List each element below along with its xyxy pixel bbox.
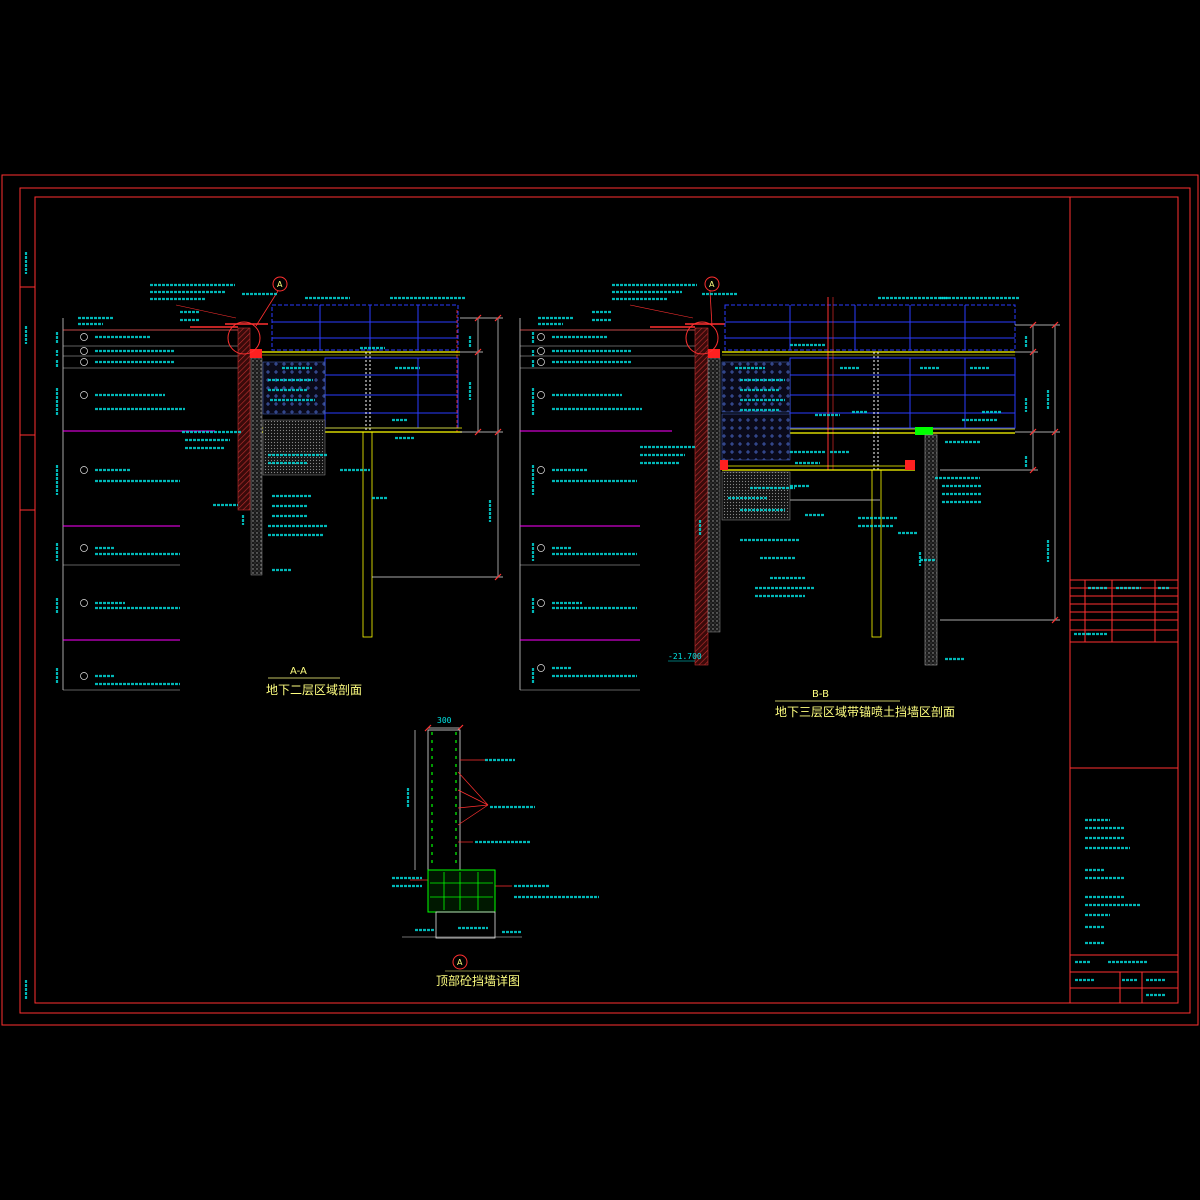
detail-marker-circle (272, 276, 288, 292)
detail-leader-line (457, 771, 489, 806)
soil-layer-number-circle (80, 599, 88, 607)
detail-leader-line (709, 290, 713, 327)
lower-grid-outline (789, 357, 1016, 429)
backfill-zone (721, 413, 791, 461)
dimension-tick (1029, 466, 1037, 474)
detail-a-crown-wall: 300 A 顶部砼挡墙详图 (402, 716, 522, 988)
section-a-dimensions (372, 317, 503, 578)
backfill-zone-dense (721, 471, 791, 521)
detail-leaders (410, 759, 512, 887)
detail-leader-line (457, 789, 489, 806)
crown-beam-section (427, 869, 496, 913)
upper-grid-outline (271, 304, 459, 351)
detail-marker-label: A (709, 280, 715, 289)
support-pile-strip (707, 357, 721, 633)
dimension-tick (1051, 321, 1059, 329)
retaining-wall-hatch (694, 327, 709, 666)
soil-layer-number-circle (80, 391, 88, 399)
soil-layer-number-circle (537, 599, 545, 607)
soil-layer-number-circle (537, 544, 545, 552)
soil-layer-number-circle (80, 466, 88, 474)
detail-leader-line (457, 804, 489, 809)
section-b-dimensions (940, 324, 1060, 621)
dimension-tick (1029, 321, 1037, 329)
support-pile-top (435, 911, 496, 939)
upper-grid-outline (724, 304, 1016, 351)
annotation-leader-line (175, 304, 237, 319)
foundation-pile (871, 469, 882, 638)
detail-marker-label: A (277, 280, 283, 289)
soil-layer-number-circle (80, 672, 88, 680)
crown-beam-red-block (708, 349, 720, 358)
soil-layer-number-circle (80, 333, 88, 341)
title-block (1069, 197, 1178, 1003)
dimension-tick (1051, 428, 1059, 436)
pile-toe-elevation: -21.700 (668, 652, 702, 661)
red-anchor-block (720, 460, 728, 470)
soil-layer-number-circle (537, 391, 545, 399)
detail-marker-label: A (457, 958, 463, 967)
dimension-tick (494, 428, 502, 436)
crown-wall-body (427, 729, 461, 871)
backfill-zone (262, 361, 326, 415)
green-crown-beam (915, 427, 933, 435)
inner-border (19, 187, 1191, 1014)
outer-border (1, 174, 1199, 1026)
annotation-text-marks (24, 252, 1170, 1000)
section-label: A-A (290, 666, 307, 677)
detail-width-dimension: 300 (437, 716, 452, 725)
dimension-ticks (474, 314, 502, 581)
dimension-tick (494, 314, 502, 322)
soil-layer-number-circle (80, 347, 88, 355)
section-title: 地下二层区域剖面 (266, 683, 362, 697)
detail-callout-circle (685, 321, 719, 355)
dimension-tick (1029, 428, 1037, 436)
drawing-frames (1, 174, 1199, 1026)
dimension-tick (1051, 616, 1059, 624)
soil-layer-number-circles (80, 333, 88, 680)
backfill-zone (721, 361, 791, 413)
detail-leader-line (457, 804, 489, 826)
lower-grid-outline (324, 357, 459, 429)
retaining-wall-hatch (237, 327, 251, 511)
section-a-a: A (62, 276, 503, 697)
detail-marker-circle (704, 276, 720, 292)
support-pile-strip (250, 357, 263, 576)
soil-layer-number-circle (537, 466, 545, 474)
backfill-zone-dense (262, 419, 326, 476)
drawing-area-border (34, 196, 1179, 1004)
soil-layer-number-circle (80, 358, 88, 366)
detail-callout-circle (227, 321, 261, 355)
detail-marker-circle (452, 954, 468, 970)
soil-layer-number-circles (537, 333, 545, 672)
section-b-b: A (519, 276, 1060, 719)
annotation-leader-line (629, 304, 694, 319)
detail-leader-line (255, 290, 279, 327)
soil-layer-number-circle (537, 358, 545, 366)
section-title: 地下三层区域带锚喷土挡墙区剖面 (775, 704, 955, 719)
detail-title: 顶部砼挡墙详图 (436, 973, 520, 988)
dimension-ticks (1029, 321, 1059, 624)
dimension-tick (494, 573, 502, 581)
red-anchor-block (905, 460, 915, 470)
soil-layer-number-circle (537, 347, 545, 355)
dimension-tick (424, 724, 432, 732)
inner-retaining-wall (924, 434, 938, 666)
soil-layer-number-circle (80, 544, 88, 552)
soil-layer-number-circle (537, 333, 545, 341)
crown-beam-red-block (250, 349, 262, 358)
foundation-pile (362, 431, 373, 638)
dimension-tick (474, 348, 482, 356)
dimension-tick (1029, 348, 1037, 356)
dimension-tick (474, 314, 482, 322)
dimension-tick (474, 428, 482, 436)
section-label: B-B (812, 689, 829, 700)
soil-layer-number-circle (537, 664, 545, 672)
